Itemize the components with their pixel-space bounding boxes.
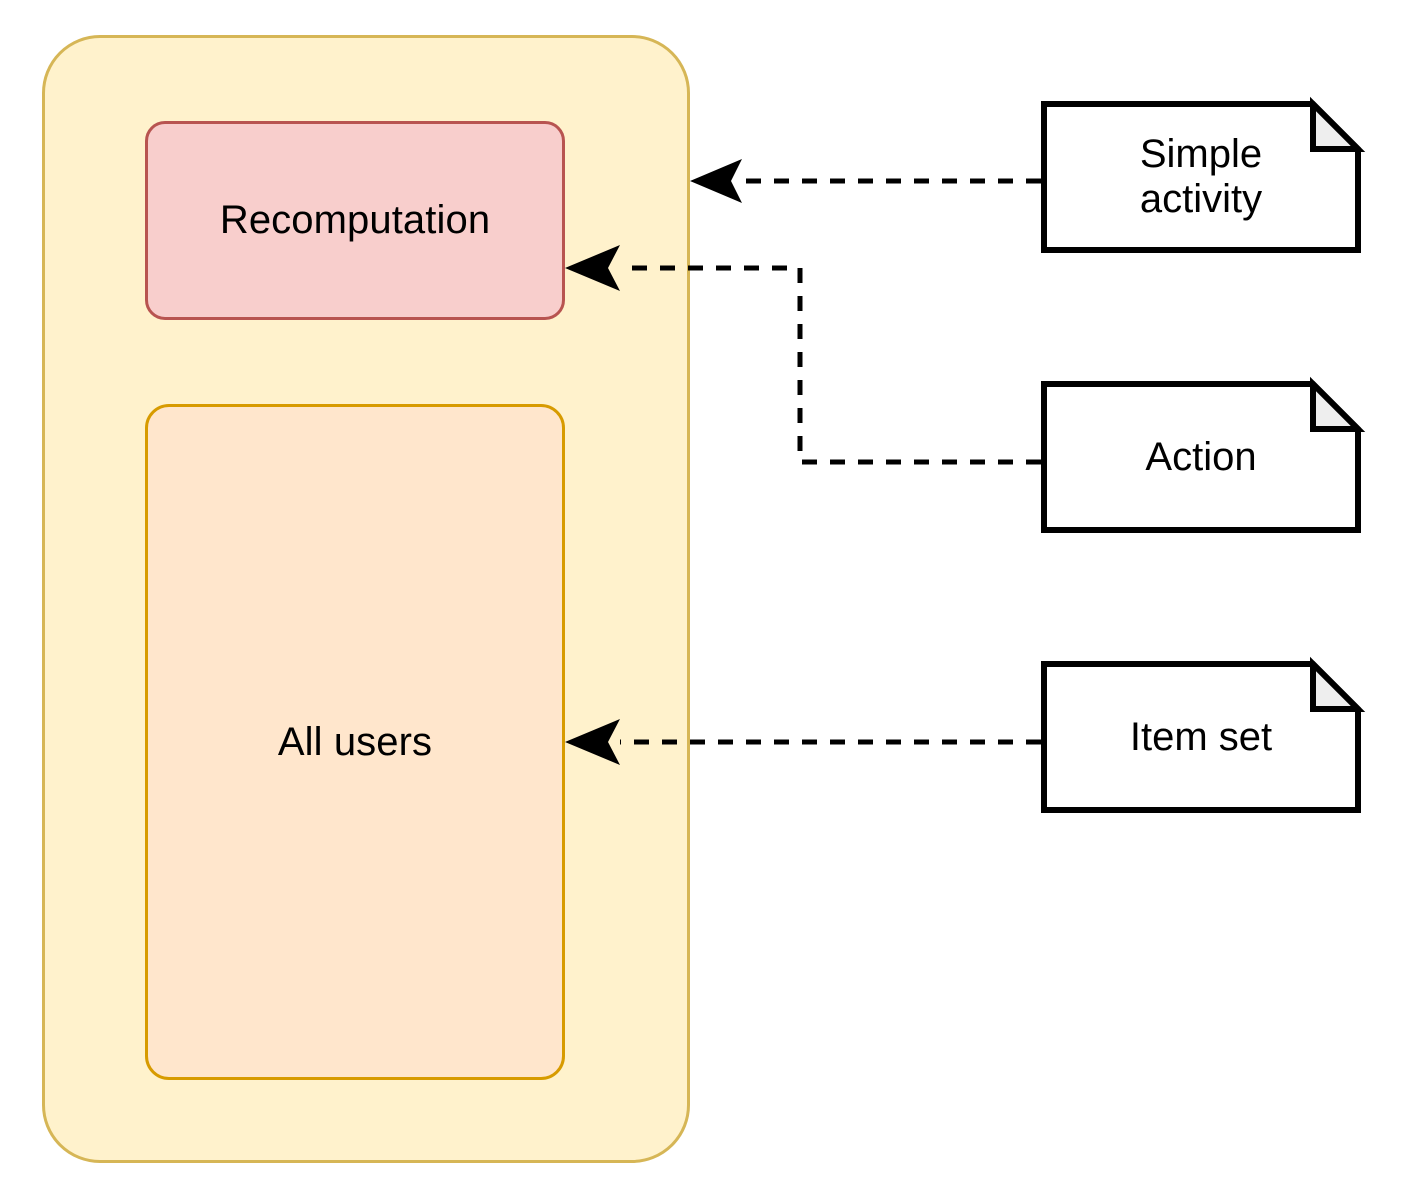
note-simple-activity[interactable]: Simple activity <box>1041 96 1366 253</box>
note-shape-icon <box>1041 656 1366 813</box>
recomputation-label: Recomputation <box>219 198 491 243</box>
all-users-node[interactable]: All users <box>145 404 565 1080</box>
note-action[interactable]: Action <box>1041 376 1366 533</box>
all-users-label: All users <box>277 719 433 764</box>
note-shape-icon <box>1041 96 1366 253</box>
recomputation-node[interactable]: Recomputation <box>145 121 565 320</box>
note-item-set[interactable]: Item set <box>1041 656 1366 813</box>
note-shape-icon <box>1041 376 1366 533</box>
edge-simple-activity-to-outer-container[interactable] <box>690 159 1041 203</box>
